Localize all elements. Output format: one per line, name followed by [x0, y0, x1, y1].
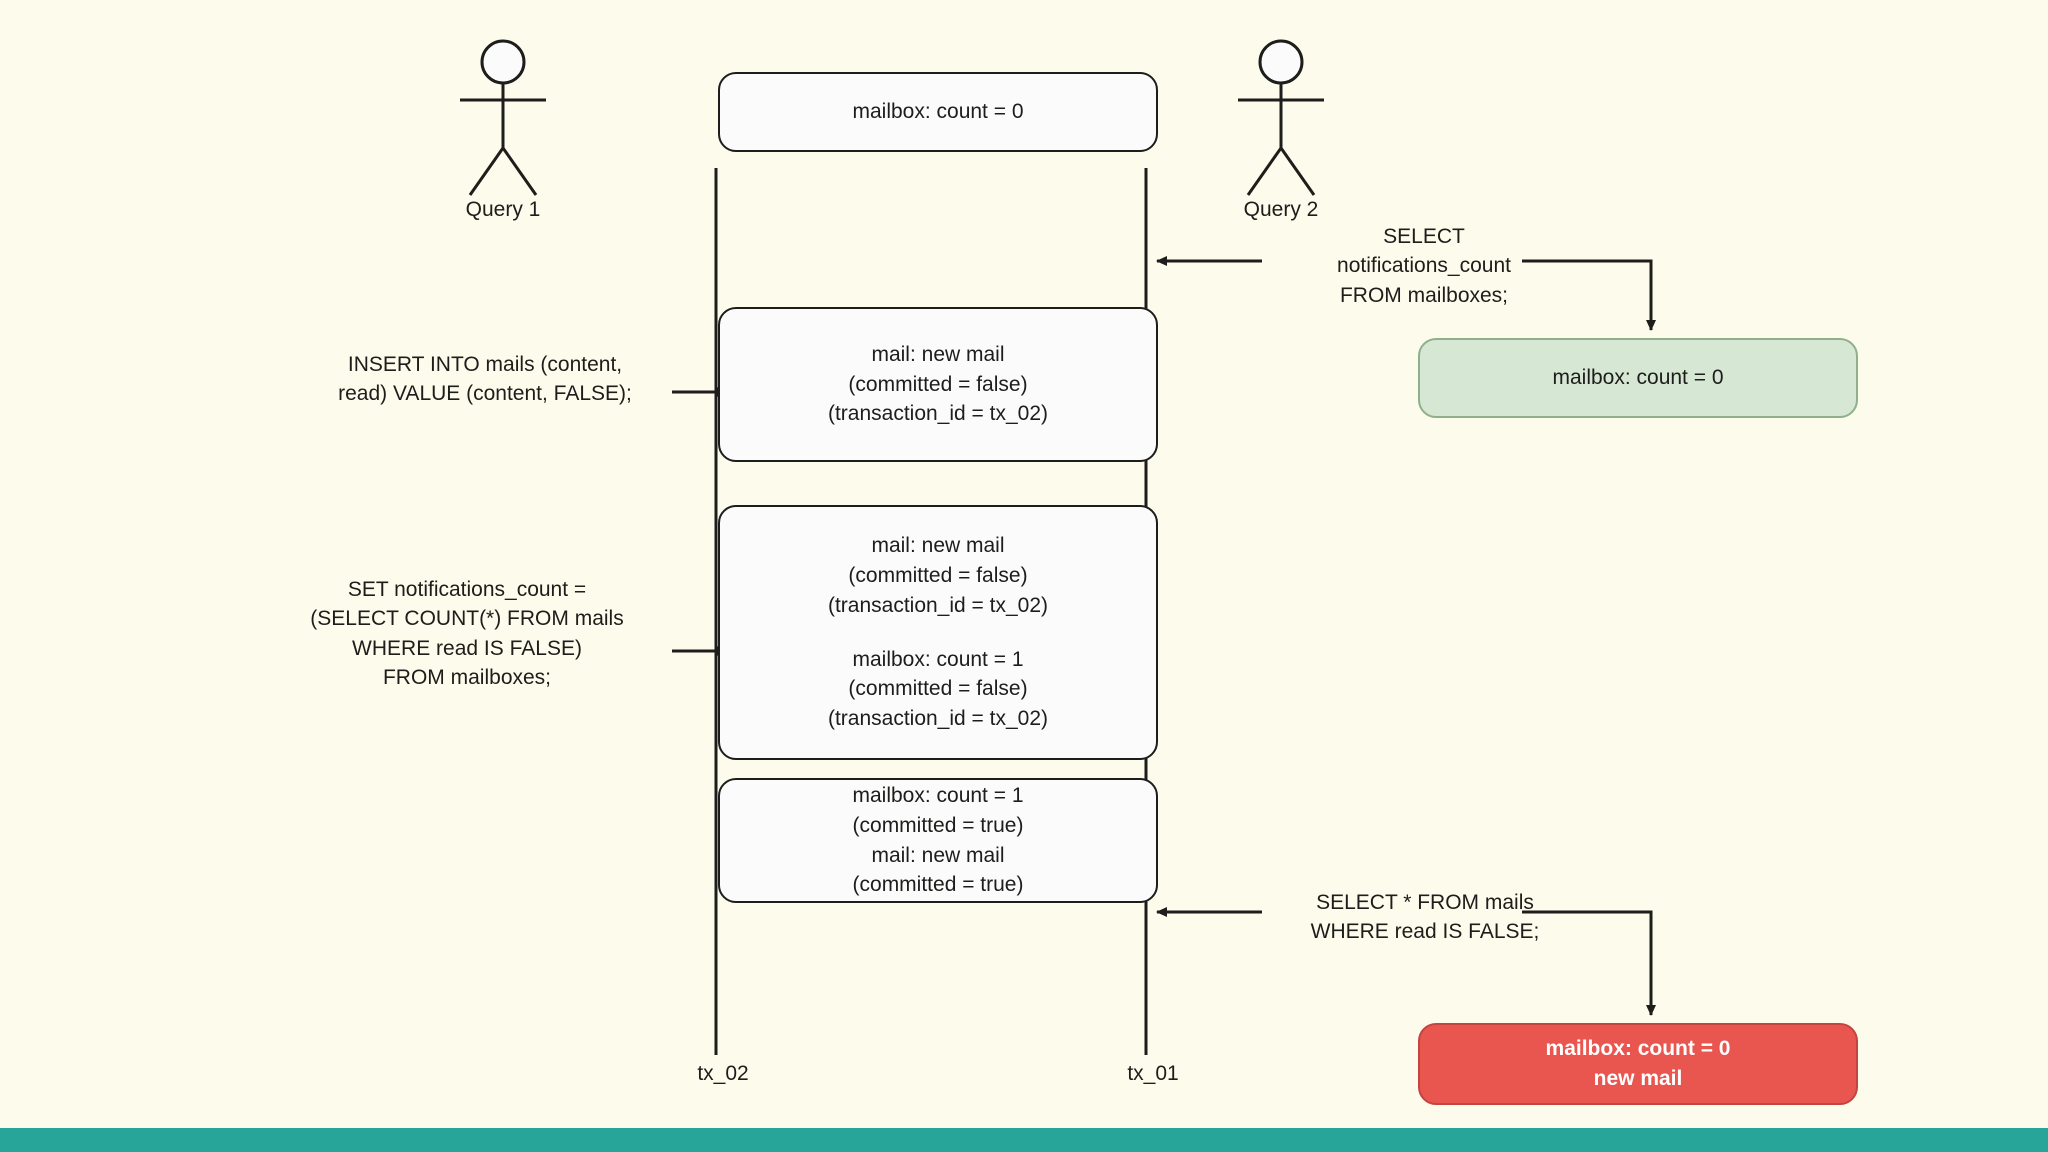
state-line: mailbox: count = 0	[1545, 1037, 1731, 1061]
state-line: (transaction_id = tx_02)	[827, 707, 1049, 731]
sql-label-set-notifications-count: SET notifications_count = (SELECT COUNT(…	[262, 575, 672, 693]
state-line: (transaction_id = tx_02)	[827, 402, 1049, 426]
state-line: mail: new mail	[871, 843, 1005, 867]
sql-line: (SELECT COUNT(*) FROM mails	[310, 607, 624, 631]
sql-line: FROM mailboxes;	[1339, 283, 1509, 307]
actor-figure-query-2	[1238, 39, 1324, 196]
state-box-after-insert: mail: new mail (committed = false) (tran…	[718, 307, 1158, 462]
sql-line: SELECT	[1383, 225, 1465, 248]
state-line: mail: new mail	[871, 342, 1005, 366]
actor-query-1-label: Query 1	[465, 198, 541, 221]
sql-label-insert-into-mails: INSERT INTO mails (content, read) VALUE …	[300, 350, 670, 409]
actor-query-2-label: Query 2	[1243, 198, 1319, 221]
state-box-initial-state: mailbox: count = 0	[718, 72, 1158, 152]
sql-line: FROM mailboxes;	[382, 666, 552, 690]
state-line: (committed = true)	[852, 873, 1024, 897]
state-line: mail: new mail	[871, 534, 1005, 558]
state-line: (committed = false)	[848, 563, 1028, 587]
state-line: (committed = true)	[852, 813, 1024, 837]
state-line: mailbox: count = 0	[1552, 366, 1724, 390]
lifeline-label-tx-01: tx_01	[1127, 1062, 1179, 1085]
state-box-after-commit: mailbox: count = 1 (committed = true) ma…	[718, 778, 1158, 903]
sql-line: WHERE read IS FALSE;	[1310, 920, 1540, 944]
sql-line: INSERT INTO mails (content,	[347, 353, 623, 376]
state-box-query2-read-result: mailbox: count = 0	[1418, 338, 1858, 418]
state-line: (committed = false)	[848, 677, 1028, 701]
state-line: mailbox: count = 0	[852, 100, 1024, 124]
sql-line: read) VALUE (content, FALSE);	[338, 382, 632, 406]
actor-figure-query-1	[460, 39, 546, 196]
lifeline-label-tx-02: tx_02	[697, 1062, 749, 1085]
state-box-after-set-count: mail: new mail (committed = false) (tran…	[718, 505, 1158, 760]
state-line: mailbox: count = 1	[852, 647, 1024, 671]
state-line: (committed = false)	[848, 372, 1028, 396]
state-line: mailbox: count = 1	[852, 783, 1024, 807]
state-line: new mail	[1593, 1067, 1683, 1090]
actor-query-2: Query 2	[1211, 196, 1351, 222]
sql-line: notifications_count	[1337, 254, 1511, 278]
sql-line: SELECT * FROM mails	[1316, 891, 1534, 914]
sql-line: SET notifications_count =	[347, 578, 587, 601]
state-box-query2-final-result: mailbox: count = 0 new mail	[1418, 1023, 1858, 1105]
sql-label-select-notifications: SELECT notifications_count FROM mailboxe…	[1299, 222, 1549, 310]
sql-label-select-star-mails: SELECT * FROM mails WHERE read IS FALSE;	[1290, 888, 1560, 947]
bottom-accent-bar	[0, 1128, 2048, 1152]
actor-query-1: Query 1	[433, 196, 573, 222]
state-line: (transaction_id = tx_02)	[827, 593, 1049, 617]
sql-line: WHERE read IS FALSE)	[352, 636, 582, 660]
